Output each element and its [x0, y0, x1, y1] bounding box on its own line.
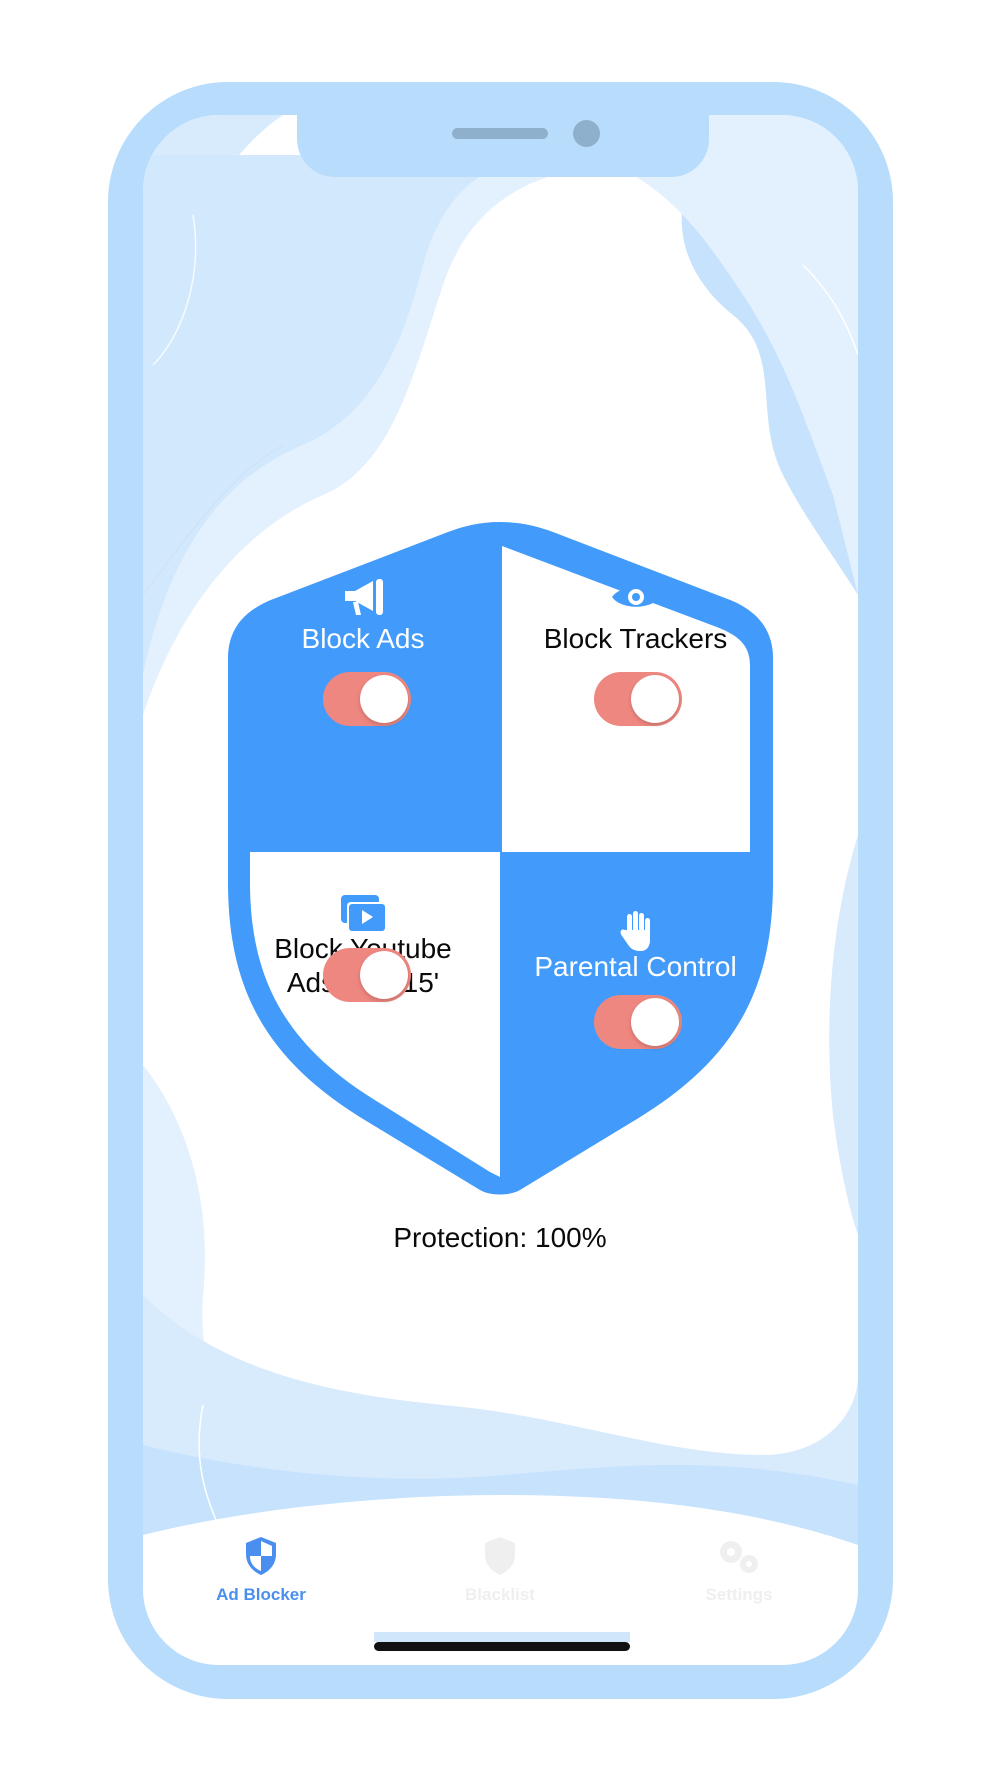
shield-icon — [246, 1537, 276, 1575]
hand-icon — [620, 911, 650, 951]
protection-status: Protection: 100% — [393, 1222, 607, 1253]
tab-label: Ad Blocker — [216, 1585, 306, 1604]
eye-icon — [612, 587, 660, 607]
block-trackers-label: Block Trackers — [543, 623, 728, 654]
toggle-knob — [631, 998, 679, 1046]
tab-settings[interactable]: Settings — [649, 1536, 829, 1605]
tab-label: Blacklist — [465, 1585, 535, 1604]
tab-ad-blocker[interactable]: Ad Blocker — [171, 1536, 351, 1605]
home-indicator[interactable] — [374, 1642, 630, 1651]
parental-control-label: Parental Control — [534, 951, 737, 982]
tab-label: Settings — [705, 1585, 773, 1604]
tab-blacklist[interactable]: Blacklist — [410, 1536, 590, 1605]
front-camera — [573, 120, 600, 147]
shield-icon — [485, 1537, 515, 1575]
parental-control-toggle[interactable] — [594, 995, 682, 1049]
block-youtube-toggle[interactable] — [323, 948, 411, 1002]
shield-graphic — [228, 522, 773, 1195]
video-stack-icon — [341, 895, 387, 933]
megaphone-icon — [345, 579, 383, 615]
speaker-grille — [452, 128, 548, 139]
block-trackers-toggle[interactable] — [594, 672, 682, 726]
home-indicator-bar-bg — [374, 1632, 630, 1642]
block-ads-label: Block Ads — [301, 623, 425, 654]
toggle-knob — [360, 951, 408, 999]
gears-icon — [720, 1541, 758, 1573]
toggle-knob — [360, 675, 408, 723]
toggle-knob — [631, 675, 679, 723]
protection-shield: Block Ads Block Trackers Block Youtube A… — [228, 522, 773, 1199]
block-ads-toggle[interactable] — [323, 672, 411, 726]
